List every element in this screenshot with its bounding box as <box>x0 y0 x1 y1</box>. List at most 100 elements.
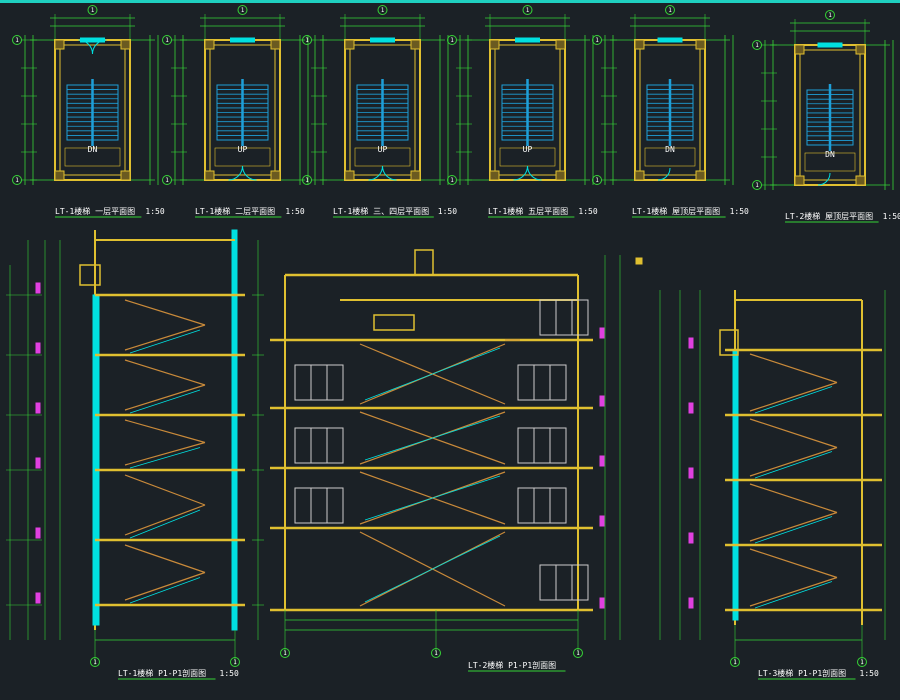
window-frame-outline <box>517 427 567 464</box>
elevation-tag <box>35 592 41 604</box>
plan-title: LT-1楼梯 二层平面图 <box>195 206 275 216</box>
grid-bubble-top <box>825 10 835 20</box>
stair-stringer <box>754 581 833 609</box>
stair-flight-down <box>124 474 206 506</box>
grid-label: 1 <box>91 7 95 14</box>
structural-column <box>855 175 866 186</box>
plan-title: LT-1楼梯 屋顶层平面图 <box>632 206 720 216</box>
grid-label: 1 <box>381 7 385 14</box>
stair-landing <box>644 147 696 167</box>
stair-flight-up <box>749 381 838 412</box>
window-frame-outline <box>539 564 589 601</box>
grid-label: 1 <box>755 42 759 49</box>
stair-flight-down <box>749 418 838 449</box>
structural-column <box>204 39 215 50</box>
stair-wall-inner <box>494 44 561 176</box>
plan-title: LT-1楼梯 三、四层平面图 <box>333 206 429 216</box>
stair-flight-up <box>749 446 838 477</box>
elevation-tag <box>688 337 694 349</box>
elevation-tag <box>688 467 694 479</box>
elevation-tag <box>35 457 41 469</box>
window-frame-outline <box>294 364 344 401</box>
structural-column <box>794 175 805 186</box>
grid-label: 1 <box>15 177 19 184</box>
stair-flight-down <box>124 419 206 444</box>
window-glass <box>817 42 843 48</box>
stair-direction-label: DN <box>825 150 835 159</box>
elevation-marker <box>635 257 643 265</box>
window-frame <box>539 564 589 601</box>
glazing-strip <box>732 349 739 621</box>
plan-title: LT-1楼梯 五层平面图 <box>488 206 568 216</box>
section-title: LT-1楼梯 P1-P1剖面图 <box>118 668 206 678</box>
window-frame <box>517 427 567 464</box>
grid-label: 1 <box>233 659 237 666</box>
drawing-titles: LT-1楼梯 一层平面图 1:50 LT-1楼梯 二层平面图 1:50 LT-1楼梯 三… <box>55 206 900 680</box>
window-frame <box>517 364 567 401</box>
window-frame-outline <box>517 364 567 401</box>
structural-column <box>270 39 281 50</box>
stair-wall-inner <box>799 49 861 181</box>
stair-wall-inner <box>349 44 416 176</box>
stair-flight-up <box>749 511 838 542</box>
grid-label: 1 <box>526 7 530 14</box>
elevation-tag <box>688 532 694 544</box>
structural-column <box>270 170 281 181</box>
grid-bubble-bottom-left <box>280 648 290 658</box>
structural-column <box>489 170 500 181</box>
plan-scale: 1:50 <box>145 207 164 216</box>
window-glass <box>230 37 255 43</box>
stair-stringer <box>754 451 833 479</box>
structural-column <box>410 170 421 181</box>
stair-stringer <box>364 347 501 401</box>
section-title: LT-3楼梯 P1-P1剖面图 <box>758 668 846 678</box>
grid-bubble-bottom-mid <box>431 648 441 658</box>
structural-column <box>54 170 65 181</box>
stair-stringer <box>129 447 201 469</box>
grid-label: 1 <box>450 37 454 44</box>
stair-stringer <box>754 386 833 414</box>
plan-scale: 1:50 <box>730 207 749 216</box>
grid-bubble-left-bottom <box>447 175 457 185</box>
grid-label: 1 <box>241 7 245 14</box>
grid-bubble-top <box>377 5 388 15</box>
structural-column <box>634 39 645 50</box>
stair-flight-down <box>124 359 206 386</box>
grid-label: 1 <box>434 650 438 657</box>
stair-direction-label: UP <box>238 145 248 154</box>
stair-flight-up <box>124 324 206 351</box>
stair-landing <box>64 147 121 167</box>
grid-bubble-left-top <box>447 35 457 45</box>
grid-bubble-left-top <box>302 35 312 45</box>
structural-column <box>120 170 131 181</box>
elevation-tag <box>599 597 605 609</box>
stair-stringer <box>129 329 201 354</box>
stair-flight-down <box>749 353 838 384</box>
window-glass <box>370 37 395 43</box>
structural-column <box>695 39 706 50</box>
window-frame-outline <box>517 487 567 524</box>
stair-flight-up <box>124 441 206 466</box>
grid-bubble-bottom-right <box>573 648 583 658</box>
grid-bubble-left-bottom <box>752 180 762 190</box>
door-swing-right <box>382 165 397 181</box>
plan-scale: 1:50 <box>285 207 304 216</box>
grid-label: 1 <box>15 37 19 44</box>
stair-flight-up <box>124 571 206 601</box>
grid-bubble-left-top <box>12 35 22 45</box>
structural-column <box>794 44 805 55</box>
door-swing-right <box>242 165 257 181</box>
elevation-tag <box>35 342 41 354</box>
structural-column <box>54 39 65 50</box>
grid-bubble-bottom-left <box>730 657 740 667</box>
window-frame-outline <box>294 427 344 464</box>
grid-bubble-left-top <box>592 35 602 45</box>
structural-column <box>120 39 131 50</box>
grid-bubble-left-bottom <box>592 175 602 185</box>
plan-title: LT-1楼梯 一层平面图 <box>55 206 135 216</box>
